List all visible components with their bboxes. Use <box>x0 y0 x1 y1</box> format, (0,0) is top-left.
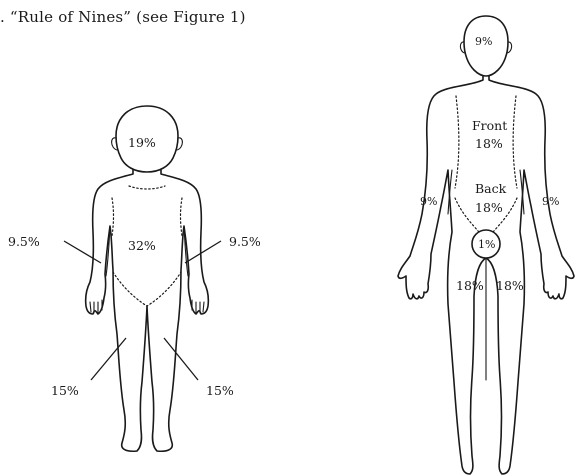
adult-back-label: Back <box>475 181 507 196</box>
adult-right-arm-label: 9% <box>542 195 559 208</box>
child-left-arm-label: 9.5% <box>8 234 40 249</box>
adult-head-label: 9% <box>475 35 492 48</box>
child-left-leg-label: 15% <box>51 383 79 398</box>
adult-left-leg-label: 18% <box>456 278 484 293</box>
child-right-arm-label: 9.5% <box>229 234 261 249</box>
child-trunk-label: 32% <box>128 238 156 253</box>
adult-front-label: Front <box>472 118 507 133</box>
adult-genital-label: 1% <box>478 238 495 251</box>
child-right-leg-label: 15% <box>206 383 234 398</box>
adult-front-value: 18% <box>475 136 503 151</box>
child-body-outline <box>86 166 209 451</box>
adult-right-leg-label: 18% <box>496 278 524 293</box>
adult-back-value: 18% <box>475 200 503 215</box>
child-figure: 19% 32% 9.5% 9.5% 15% 15% <box>8 106 261 451</box>
adult-figure: 9% Front 18% Back 18% 9% 9% 1% 18% 18% <box>398 16 574 474</box>
child-head-label: 19% <box>128 135 156 150</box>
adult-left-arm-label: 9% <box>420 195 437 208</box>
